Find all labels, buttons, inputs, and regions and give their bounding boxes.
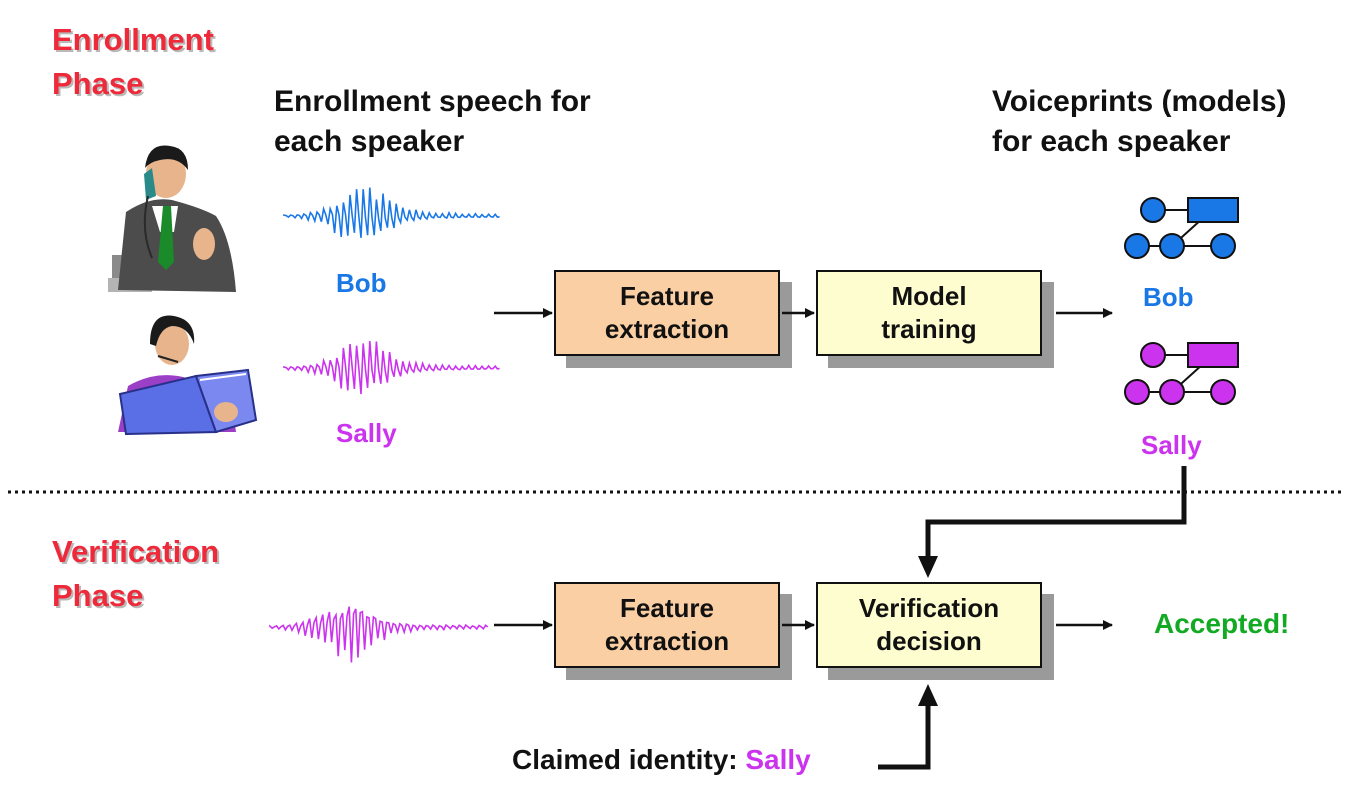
- model-to-decision-connector: [918, 466, 1187, 578]
- claimed-identity-name: Sally: [745, 744, 811, 775]
- claimed-identity: Claimed identity: Sally: [512, 744, 811, 776]
- woman-reading-book-illustration: [118, 315, 258, 436]
- speaker-label-sally: Sally: [336, 418, 397, 448]
- claimed-identity-label: Claimed identity:: [512, 744, 738, 775]
- model-label-sally: Sally: [1141, 430, 1202, 460]
- enrollment-phase-title: Enrollment Phase: [52, 22, 214, 101]
- bob-speech-waveform: [283, 187, 500, 238]
- accepted-result: Accepted!: [1154, 608, 1290, 639]
- man-on-phone-illustration: [108, 145, 236, 292]
- voiceprints-caption: Voiceprints (models) for each speaker: [992, 85, 1287, 158]
- voiceprint-model-bob-icon: [1124, 197, 1239, 259]
- verification-phase-title: Verification Phase: [52, 534, 220, 613]
- enrollment-speech-caption: Enrollment speech for each speaker: [274, 85, 591, 158]
- claimed-identity-connector: [878, 684, 938, 770]
- speaker-label-bob: Bob: [336, 268, 387, 298]
- test-speech-waveform: [269, 606, 489, 663]
- sally-speech-waveform: [283, 340, 500, 395]
- model-label-bob: Bob: [1143, 282, 1194, 312]
- voiceprint-model-sally-icon: [1124, 342, 1239, 405]
